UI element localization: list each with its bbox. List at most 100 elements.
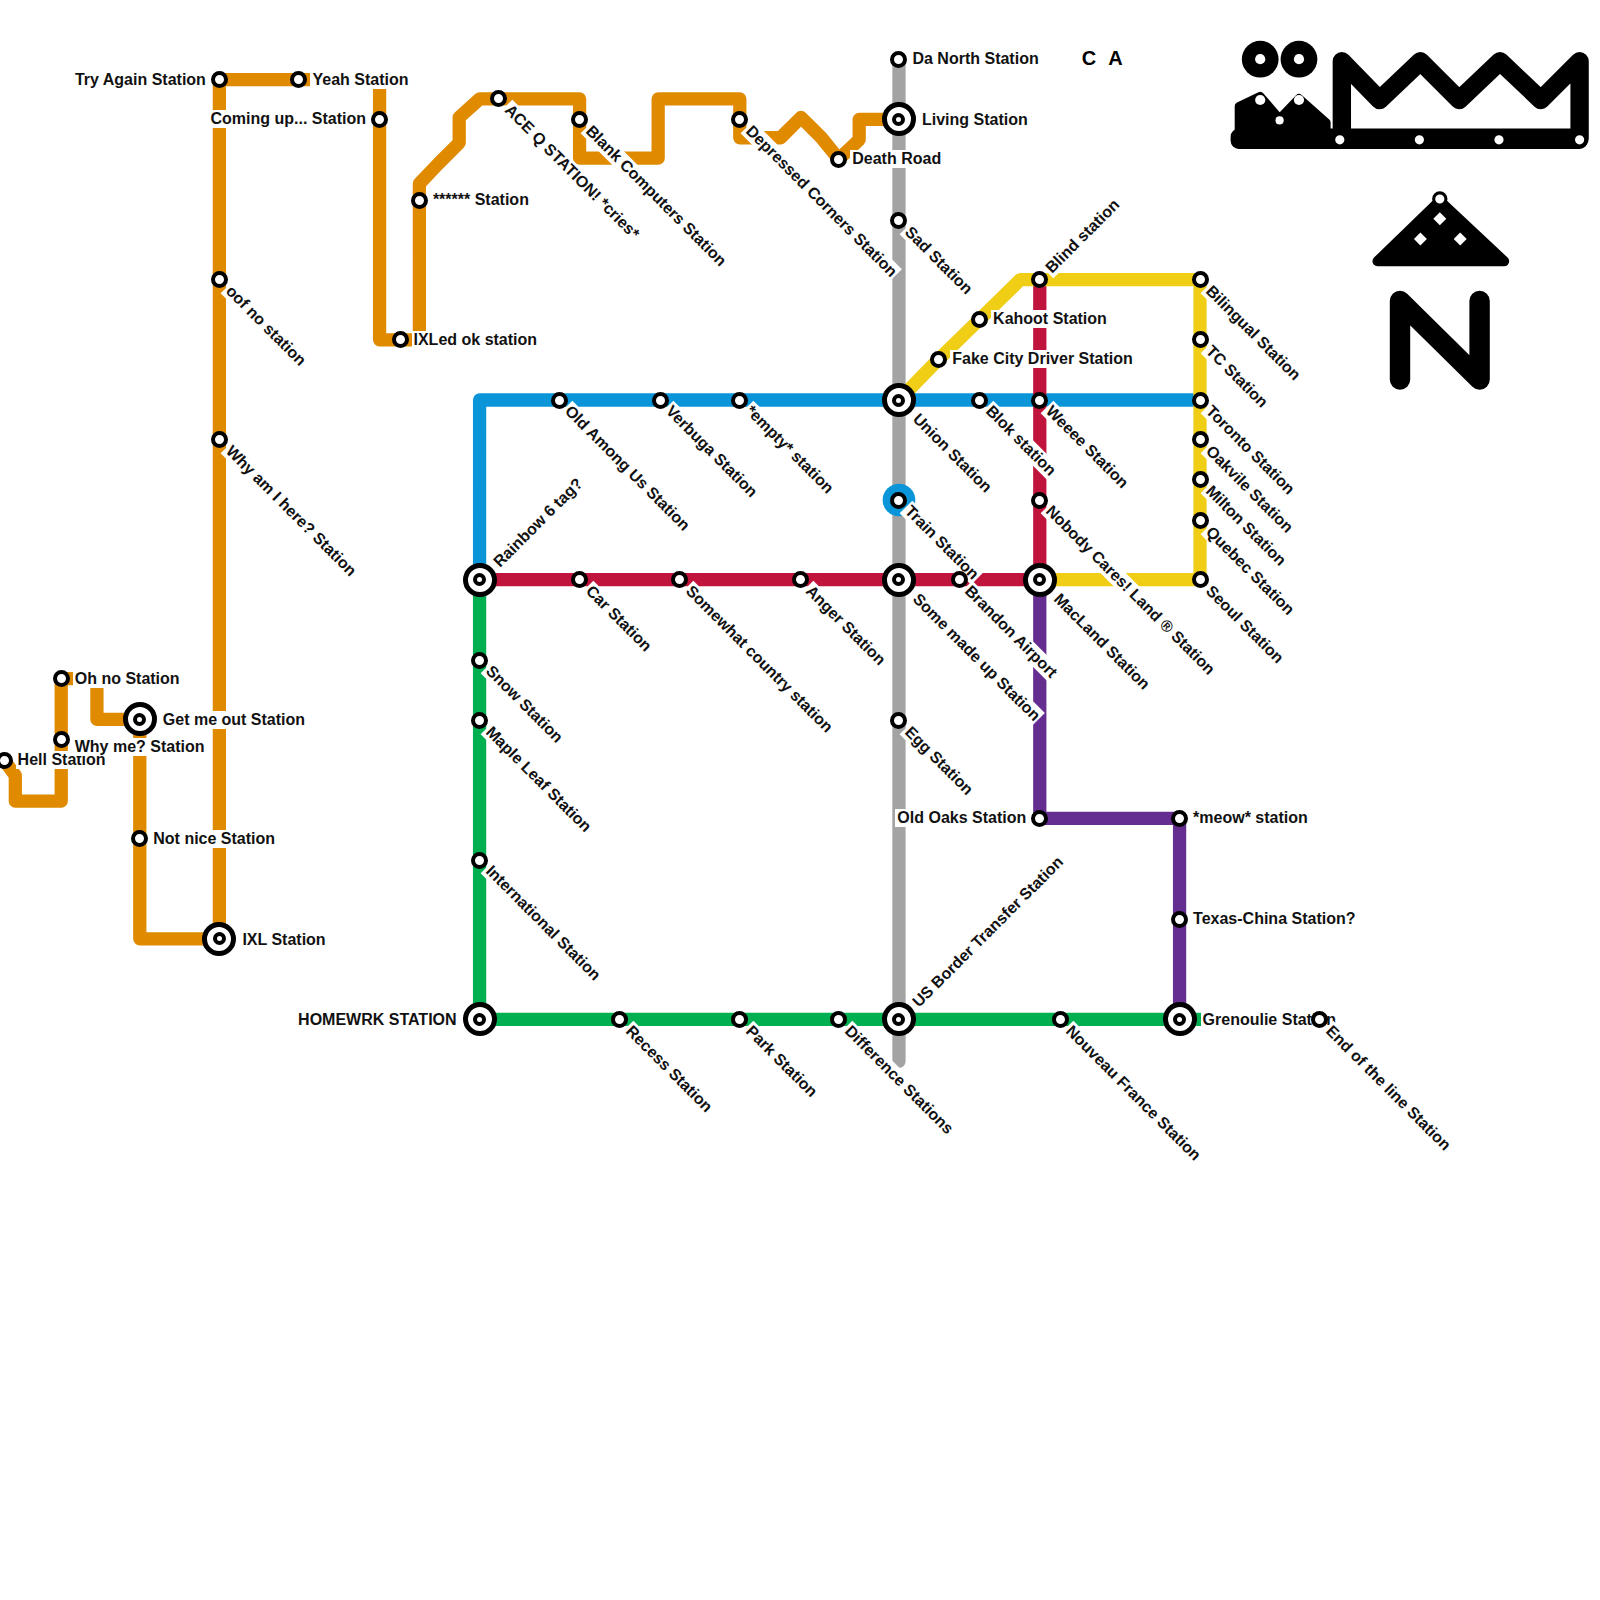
station: Texas-China Station? bbox=[1171, 911, 1188, 928]
station-name: End of the line Station bbox=[1320, 1020, 1455, 1155]
interchange-station: Grenoulie Station bbox=[1163, 1002, 1197, 1036]
station: Old Among Us Station bbox=[551, 392, 568, 409]
interchange-core bbox=[892, 394, 905, 407]
station: Toronto Station bbox=[1192, 392, 1209, 409]
station: Yeah Station bbox=[290, 71, 307, 88]
station: Car Station bbox=[571, 571, 588, 588]
interchange-core bbox=[473, 1013, 486, 1026]
station-name: Nobody Cares! Land ® Station bbox=[1041, 501, 1220, 680]
rail-line bbox=[899, 1013, 1060, 1026]
interchange-station: Living Station bbox=[882, 102, 916, 136]
station-name: *meow* station bbox=[1191, 809, 1310, 827]
interchange-core bbox=[1033, 573, 1046, 586]
station: Blank Computers Station bbox=[571, 111, 588, 128]
station: oof no station bbox=[211, 271, 228, 288]
station-name: Recess Station bbox=[620, 1020, 717, 1117]
station-name: Anger Station bbox=[801, 580, 891, 670]
rail-line bbox=[473, 720, 486, 860]
rail-line bbox=[419, 99, 499, 200]
station-name: IXL Station bbox=[240, 931, 327, 949]
station: Blind station bbox=[1031, 271, 1048, 288]
station: Brandon Airport bbox=[951, 571, 968, 588]
station: Train Station bbox=[890, 492, 907, 509]
station-name: Get me out Station bbox=[161, 711, 307, 729]
rail-line bbox=[219, 73, 299, 86]
station-name: Coming up... Station bbox=[209, 110, 369, 128]
interchange-station: Union Station bbox=[882, 383, 916, 417]
station-name: oof no station bbox=[220, 280, 310, 370]
station-name: Maple Leaf Station bbox=[480, 721, 596, 837]
station-name: ****** Station bbox=[431, 191, 531, 209]
rail-line bbox=[400, 200, 419, 340]
station-name: Difference Stations bbox=[840, 1020, 959, 1139]
station-name: Old Oaks Station bbox=[895, 809, 1028, 827]
rail-line bbox=[140, 839, 220, 939]
interchange-core bbox=[473, 573, 486, 586]
station: Why am I here? Station bbox=[211, 431, 228, 448]
station: Why me? Station bbox=[53, 731, 70, 748]
line-letter: A bbox=[1108, 47, 1122, 69]
station-name: IXLed ok station bbox=[412, 331, 540, 349]
station: Somewhat country station bbox=[671, 571, 688, 588]
station: Quebec Station bbox=[1192, 512, 1209, 529]
station: Recess Station bbox=[611, 1011, 628, 1028]
station: Oh no Station bbox=[53, 670, 70, 687]
interchange-core bbox=[892, 1013, 905, 1026]
station-name: Fake City Driver Station bbox=[950, 350, 1135, 368]
station-name: Texas-China Station? bbox=[1191, 910, 1357, 928]
logo bbox=[1231, 41, 1588, 380]
station: Fake City Driver Station bbox=[930, 351, 947, 368]
station-name: Death Road bbox=[850, 150, 943, 168]
station: Seoul Station bbox=[1192, 571, 1209, 588]
station-name: Living Station bbox=[920, 111, 1030, 129]
interchange-core bbox=[892, 113, 905, 126]
station: Blok station bbox=[971, 392, 988, 409]
interchange-station: MacLand Station bbox=[1023, 563, 1057, 597]
station-name: Blind station bbox=[1041, 195, 1125, 279]
rail-line bbox=[1040, 393, 1200, 406]
station-name: Try Again Station bbox=[73, 71, 208, 89]
rail-line bbox=[380, 119, 400, 339]
rail-line bbox=[892, 580, 905, 721]
station: Kahoot Station bbox=[971, 311, 988, 328]
station: Depressed Corners Station bbox=[731, 111, 748, 128]
station: Bilingual Station bbox=[1192, 271, 1209, 288]
station-name: Sad Station bbox=[900, 221, 978, 299]
station-name: Union Station bbox=[908, 409, 997, 498]
station: Sad Station bbox=[890, 212, 907, 229]
station: *empty* station bbox=[731, 392, 748, 409]
station-name: Depressed Corners Station bbox=[741, 120, 902, 281]
rail-line bbox=[740, 393, 899, 406]
station: End of the line Station bbox=[1311, 1011, 1328, 1028]
station-name: Da North Station bbox=[910, 50, 1040, 68]
station-name: Egg Station bbox=[900, 721, 978, 799]
station-name: International Station bbox=[480, 861, 605, 986]
interchange-core bbox=[213, 932, 226, 945]
interchange-station: Rainbow 6 tag? bbox=[463, 563, 497, 597]
station: ****** Station bbox=[411, 192, 428, 209]
rail-line bbox=[480, 1013, 620, 1026]
station: Verbuga Station bbox=[652, 392, 669, 409]
station: International Station bbox=[471, 852, 488, 869]
rail-line bbox=[1060, 1013, 1179, 1026]
interchange-core bbox=[133, 713, 146, 726]
interchange-core bbox=[892, 573, 905, 586]
rail-line bbox=[1033, 580, 1046, 819]
rail-line bbox=[4, 740, 61, 801]
station-name: US Border Transfer Station bbox=[908, 852, 1069, 1013]
rail-line bbox=[892, 220, 905, 400]
rail-line bbox=[892, 720, 905, 1019]
station-name: Why am I here? Station bbox=[220, 441, 361, 582]
station-name: Oh no Station bbox=[73, 670, 182, 688]
station: Old Oaks Station bbox=[1031, 810, 1048, 827]
station-name: Car Station bbox=[580, 580, 656, 656]
rail-line bbox=[1040, 812, 1180, 825]
station: Nobody Cares! Land ® Station bbox=[1031, 492, 1048, 509]
station: Hell Station bbox=[0, 752, 13, 769]
station: Park Station bbox=[731, 1011, 748, 1028]
station-name: Yeah Station bbox=[310, 71, 410, 89]
station: Difference Stations bbox=[830, 1011, 847, 1028]
station: Coming up... Station bbox=[371, 111, 388, 128]
rail-line bbox=[213, 440, 226, 939]
